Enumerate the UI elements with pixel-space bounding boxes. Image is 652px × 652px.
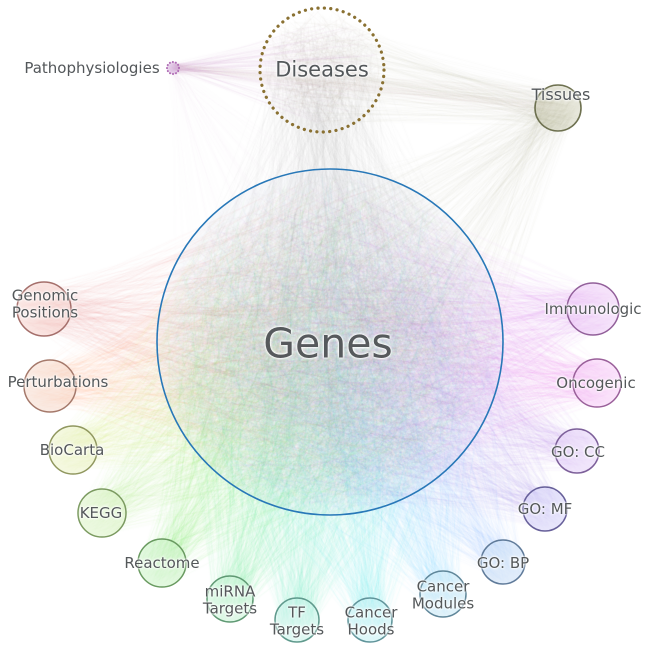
node-tissues[interactable] (534, 84, 582, 132)
node-diseases[interactable] (258, 6, 386, 134)
node-tf-targets[interactable] (274, 597, 320, 643)
node-pathophysiologies[interactable] (166, 61, 180, 75)
node-go-cc[interactable] (554, 428, 600, 474)
node-go-mf[interactable] (522, 486, 568, 532)
node-biocarta[interactable] (48, 425, 98, 475)
node-genomic-positions[interactable] (16, 281, 72, 337)
node-immunologic[interactable] (566, 282, 620, 336)
node-kegg[interactable] (77, 488, 127, 538)
node-mirna-targets[interactable] (206, 575, 254, 623)
node-go-bp[interactable] (480, 539, 526, 585)
node-cancer-modules[interactable] (419, 570, 467, 618)
node-reactome[interactable] (137, 538, 187, 588)
node-oncogenic[interactable] (572, 358, 622, 408)
node-genes[interactable] (156, 168, 504, 516)
node-perturbations[interactable] (23, 359, 77, 413)
node-cancer-hoods[interactable] (347, 597, 393, 643)
